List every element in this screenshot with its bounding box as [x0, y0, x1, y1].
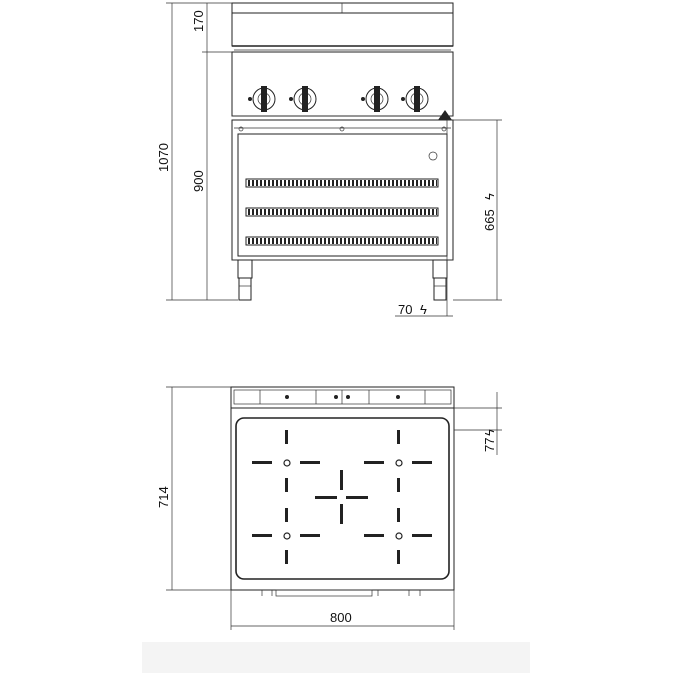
- dim-oven-height: 665: [482, 209, 497, 231]
- vent-row-1: [245, 178, 439, 188]
- dim-width: 800: [330, 610, 352, 625]
- electric-icon-2: ϟ: [420, 302, 427, 317]
- vent-row-3: [245, 236, 439, 246]
- knob-1: [248, 86, 276, 112]
- zone-top-right: [364, 430, 432, 492]
- knob-2: [289, 86, 317, 112]
- ceramic-surface: [235, 417, 450, 580]
- backsplash: [231, 2, 454, 14]
- dim-body-height: 900: [191, 170, 206, 192]
- dim-panel-depth: 77: [482, 438, 497, 452]
- zone-center: [315, 470, 368, 524]
- dim-depth: 714: [156, 486, 171, 508]
- dim-oven-offset: 70: [398, 302, 412, 317]
- front-view: 170 1070 900 665 ϟ 70 ϟ: [156, 2, 502, 317]
- zone-bottom-left: [252, 508, 320, 564]
- footer-band: [142, 642, 530, 673]
- bottom-fittings: [261, 589, 421, 597]
- top-view: 714 800 77 ϟ: [156, 386, 502, 630]
- electric-icon-1: ϟ: [482, 193, 497, 200]
- leg-left: [237, 259, 253, 301]
- zone-top-left: [252, 430, 320, 492]
- dim-top-height: 170: [191, 10, 206, 32]
- door-handle-icon: [428, 151, 438, 161]
- knob-3: [361, 86, 389, 112]
- oven-door: [237, 133, 448, 257]
- zone-bottom-right: [364, 508, 432, 564]
- vent-row-2: [245, 207, 439, 217]
- cooktop-body: [230, 407, 455, 591]
- dim-total-height: 1070: [156, 143, 171, 172]
- electric-icon-3: ϟ: [482, 429, 497, 436]
- knob-4: [401, 86, 429, 112]
- cooktop-top: [231, 12, 454, 47]
- leg-right: [432, 259, 448, 301]
- warning-icon: [438, 110, 452, 120]
